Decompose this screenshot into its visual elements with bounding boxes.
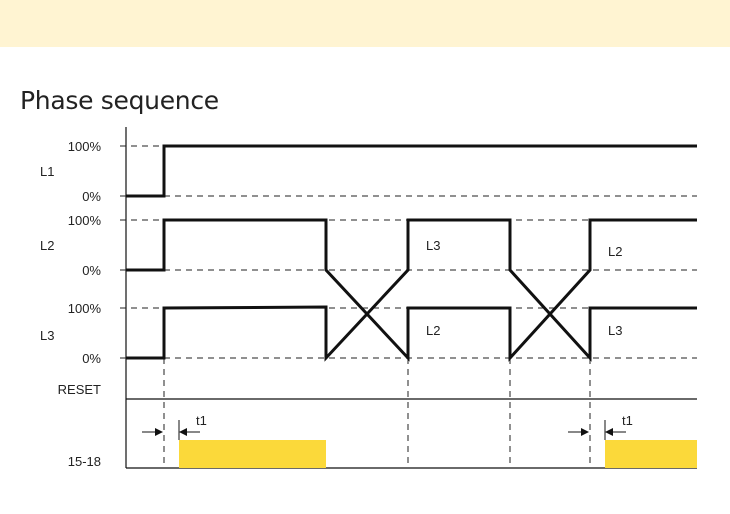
l1-high-label: 100%: [68, 139, 102, 154]
relay-active-period-1: [179, 440, 326, 468]
l2-segment3-label: L3: [426, 238, 440, 253]
l2-low-label: 0%: [82, 263, 101, 278]
reset-label: RESET: [58, 382, 101, 397]
l3-signal: [126, 218, 697, 362]
l2-high-label: 100%: [68, 213, 102, 228]
l3-segment3-label: L2: [426, 323, 440, 338]
relay-label: 15-18: [68, 454, 101, 469]
l2-signal: [126, 218, 697, 362]
l2-label: L2: [40, 238, 54, 253]
delay-2-label: t1: [622, 413, 633, 428]
l3-low-label: 0%: [82, 351, 101, 366]
l1-low-label: 0%: [82, 189, 101, 204]
l3-high-label: 100%: [68, 301, 102, 316]
l3-label: L3: [40, 328, 54, 343]
l1-signal: [126, 144, 697, 198]
relay-active-period-2: [605, 440, 697, 468]
delay-1-label: t1: [196, 413, 207, 428]
l1-label: L1: [40, 164, 54, 179]
header-band: [0, 0, 730, 47]
section-title: Phase sequence: [20, 86, 219, 115]
l3-segment5-label: L3: [608, 323, 622, 338]
l2-segment5-label: L2: [608, 244, 622, 259]
